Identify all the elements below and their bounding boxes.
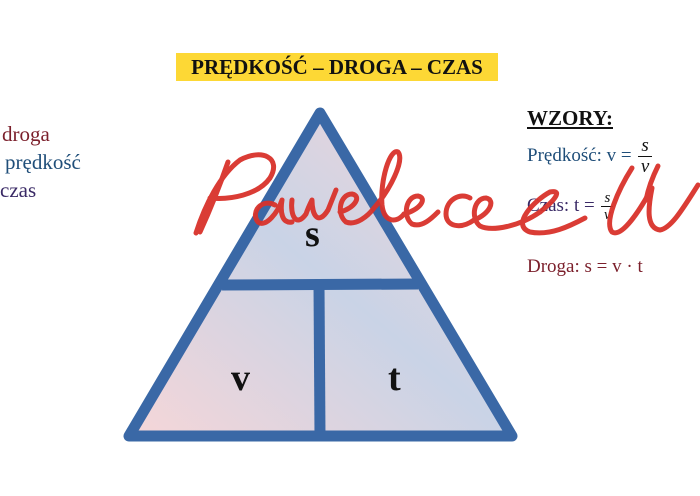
formulas-section: WZORY: [527, 106, 613, 131]
triangle-right-label: t [388, 357, 401, 399]
legend-czas: czas [0, 178, 37, 202]
legend: droga prędkość czas [0, 120, 81, 204]
legend-predkosc: prędkość [5, 150, 81, 174]
triangle-top-label: s [305, 213, 320, 255]
triangle-left-label: v [231, 357, 250, 399]
formula-distance: Droga: s = v · t [527, 256, 643, 277]
formulas-heading: WZORY: [527, 106, 613, 130]
page-title: PRĘDKOŚĆ – DROGA – CZAS [176, 53, 498, 81]
legend-droga: droga [2, 122, 50, 146]
